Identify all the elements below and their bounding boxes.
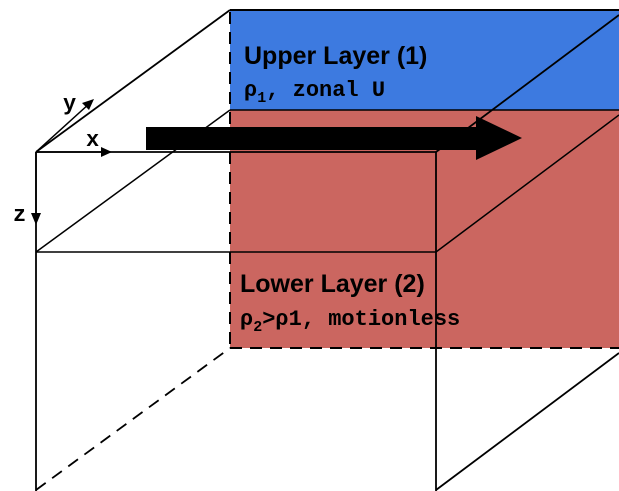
upper-layer-rho-subscript: 1 (257, 90, 266, 107)
lower-layer-description: ρ2>ρ1, motionless (240, 307, 460, 336)
lower-layer-state: >ρ1, motionless (262, 307, 460, 332)
upper-layer-back-face (230, 10, 619, 110)
axis-x-arrow (36, 147, 112, 157)
axis-x-label: x (86, 128, 99, 153)
flow-arrow-icon (146, 116, 522, 160)
depth-edge-top-left (35, 9, 231, 153)
depth-edge-interface-right (435, 114, 619, 253)
upper-layer-state: , zonal U (266, 78, 385, 103)
depth-edge-bottom-left-dashed (35, 347, 231, 491)
upper-layer-description: ρ1, zonal U (244, 78, 385, 107)
upper-layer-title: Upper Layer (1) (244, 42, 427, 70)
depth-edge-bottom-right (435, 352, 619, 491)
lower-layer-title: Lower Layer (2) (240, 270, 425, 298)
upper-layer-rho: ρ (244, 78, 257, 103)
lower-layer-rho-subscript: 2 (253, 319, 262, 336)
axis-y-label: y (63, 92, 76, 117)
lower-layer-rho: ρ (240, 307, 253, 332)
axis-y-arrow (35, 99, 94, 153)
axis-z-label: z (13, 203, 26, 228)
axis-z-arrow (31, 152, 41, 225)
